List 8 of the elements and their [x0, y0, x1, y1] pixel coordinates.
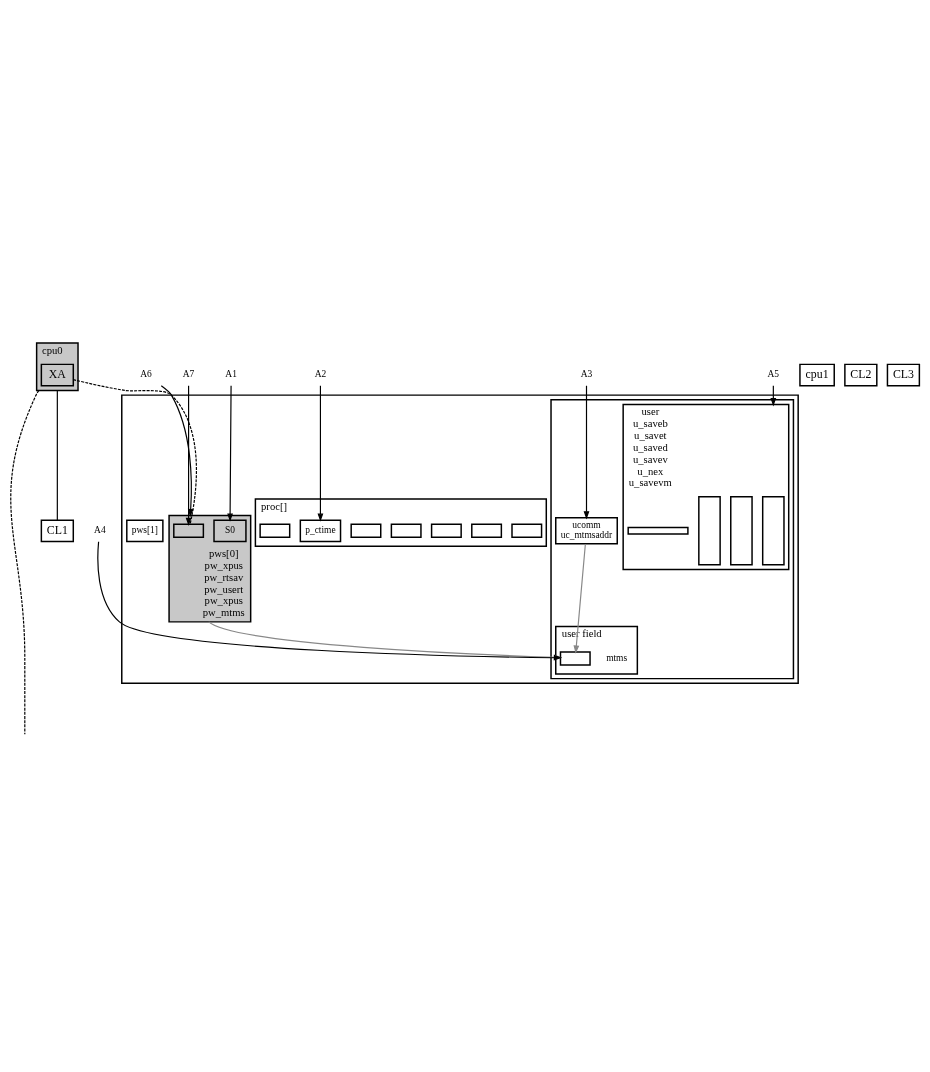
node-text: A5: [767, 368, 780, 379]
node-text: A1: [225, 368, 237, 379]
node-text: A7: [182, 368, 195, 379]
node-text: A3: [580, 368, 593, 379]
node-text: A2: [314, 368, 327, 379]
node-text: A6: [140, 368, 152, 379]
node-label: mtms: [606, 652, 628, 663]
node-text: A4: [94, 524, 106, 535]
